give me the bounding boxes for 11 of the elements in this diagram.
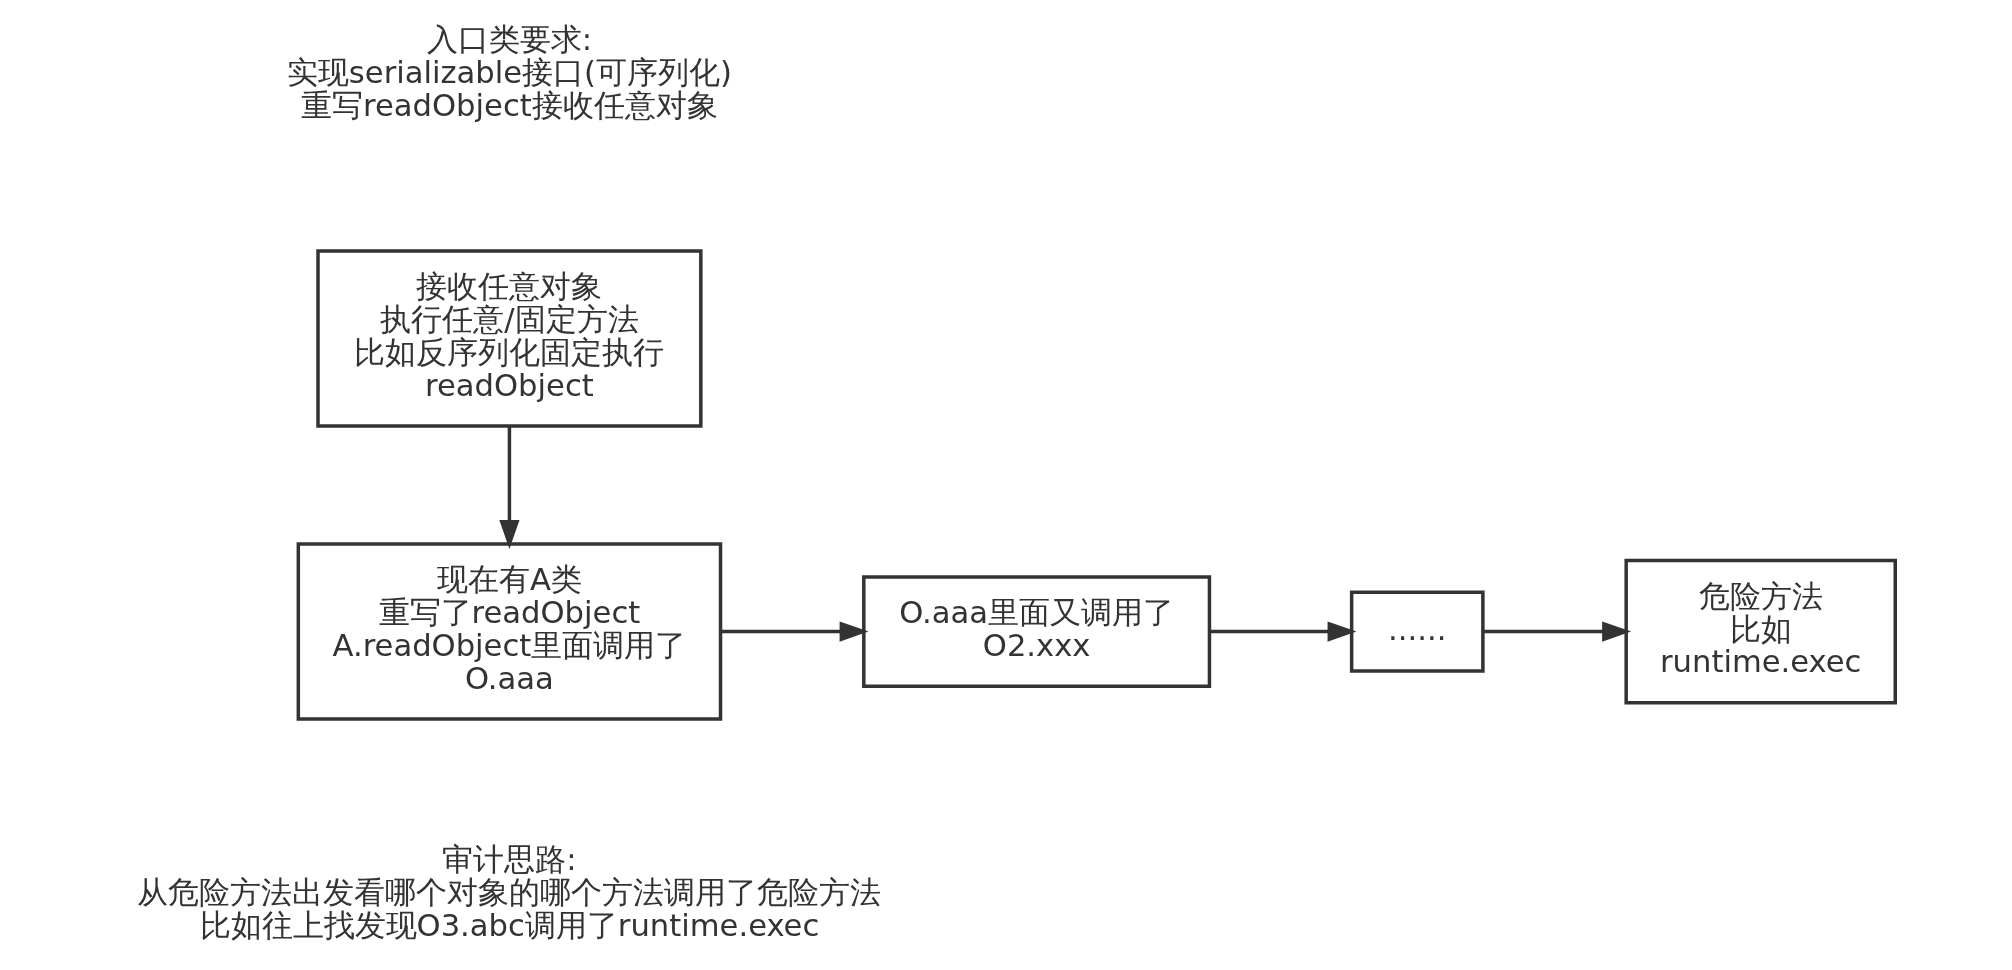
node-box: 危险方法 比如 runtime.exec <box>1624 558 1897 705</box>
arrow <box>720 621 869 642</box>
node-box: O.aaa里面又调用了 O2.xxx <box>862 575 1212 688</box>
arrow <box>1483 621 1632 642</box>
arrow <box>499 426 520 549</box>
node-box: ...... <box>1349 590 1485 673</box>
label: 入口类要求:实现serializable接口(可序列化)重写readObject接收任意对象 <box>286 22 732 123</box>
node-box: 现在有A类 重写了readObject A.readObject里面调用了 O.aaa <box>296 542 723 721</box>
label: 审计思路:从危险方法出发看哪个对象的哪个方法调用了危险方法比如往上找发现O3.abc调用了runtime.exec <box>137 842 882 944</box>
node-box: 接收任意对象 执行任意/固定方法 比如反序列化固定执行 readObject <box>316 249 703 428</box>
arrow <box>1209 621 1357 642</box>
